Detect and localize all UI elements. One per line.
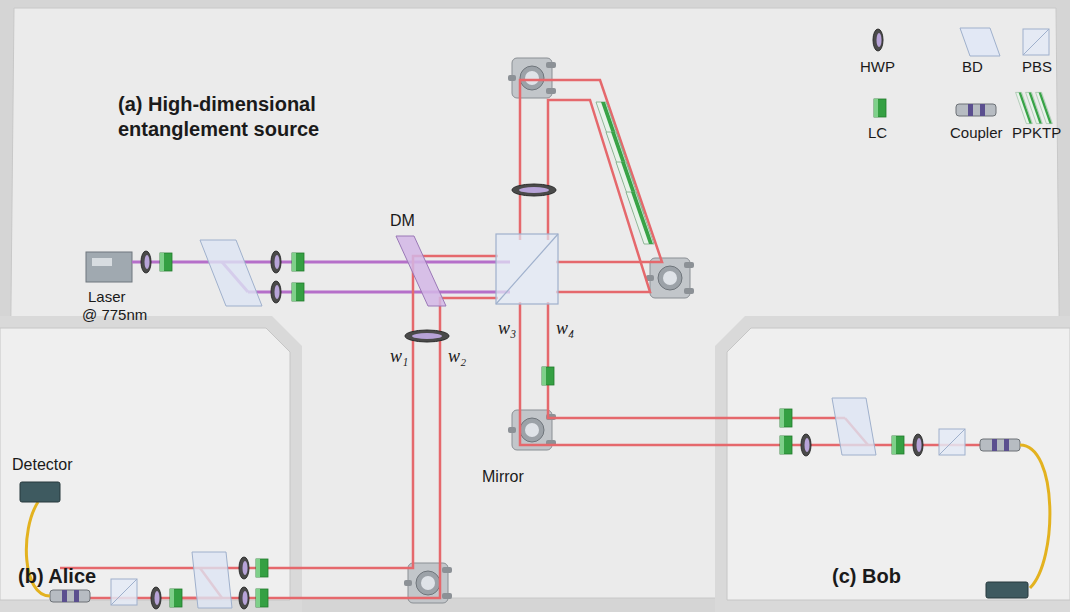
label-anchor: @ 775nm	[82, 306, 147, 324]
legend-lc-icon	[874, 99, 886, 117]
legend-hwp-icon	[873, 29, 883, 51]
label-anchor: Detector	[12, 456, 72, 474]
hwp-symbol	[519, 187, 549, 193]
fiber	[1020, 445, 1050, 588]
mode-label: w₄	[556, 318, 574, 338]
legend-text: PBS	[1022, 58, 1052, 75]
label-anchor: BD	[962, 58, 983, 76]
legend-coupler-icon	[956, 104, 996, 116]
lc-symbol	[780, 409, 792, 427]
pbs-cube	[496, 234, 558, 304]
label-anchor: PBS	[1022, 58, 1052, 76]
part-label: Detector	[12, 456, 72, 473]
hwp-symbol	[412, 333, 442, 339]
mode-label: w₁	[390, 346, 408, 366]
bob-panel: (c) Bob	[715, 312, 1070, 612]
bob-panel-face	[727, 328, 1070, 600]
legend-text: PPKTP	[1012, 124, 1061, 141]
legend-text: BD	[962, 58, 983, 75]
mode-label: w₂	[448, 346, 466, 366]
legend-text: Coupler	[950, 124, 1003, 141]
panel-title: (b) Alice	[18, 564, 218, 589]
part-label: @ 775nm	[82, 306, 147, 323]
laser-box	[86, 252, 132, 282]
photon-beams	[60, 80, 845, 598]
alice-panel-face	[0, 328, 290, 600]
hwp-symbol	[512, 184, 556, 196]
detector-box	[986, 582, 1028, 598]
label-anchor: Laser	[88, 288, 126, 306]
lc-symbol	[256, 589, 268, 607]
pbs-symbol	[939, 429, 965, 455]
label-anchor: w₃	[498, 318, 516, 339]
hwp-symbol	[239, 587, 249, 609]
label-anchor: w₄	[556, 318, 574, 339]
part-label: Mirror	[482, 468, 524, 485]
part-label: DM	[390, 212, 415, 229]
hwp-symbol	[271, 251, 281, 273]
mirror-mount	[646, 258, 694, 298]
mirror-mount	[508, 58, 556, 98]
mode-label: w₃	[498, 318, 516, 338]
hwp-symbol	[801, 434, 811, 456]
label-anchor: HWP	[860, 58, 895, 76]
label-anchor: PPKTP	[1012, 124, 1061, 142]
lc-symbol	[160, 253, 172, 271]
lc-symbol	[780, 436, 792, 454]
label-anchor: DM	[390, 212, 415, 230]
bd-symbol	[200, 240, 262, 306]
lc-symbol	[256, 559, 268, 577]
label-anchor: Mirror	[482, 468, 524, 486]
label-anchor: LC	[868, 124, 887, 142]
part-label: Laser	[88, 288, 126, 305]
coupler-symbol	[980, 439, 1020, 451]
legend-text: LC	[868, 124, 887, 141]
hwp-symbol	[151, 587, 161, 609]
lc-symbol	[542, 367, 554, 385]
bd-symbol	[192, 552, 232, 608]
lc-symbol	[292, 283, 304, 301]
bd-symbol	[832, 398, 876, 455]
legend-pbs-icon	[1023, 29, 1049, 55]
hwp-symbol	[271, 281, 281, 303]
hwp-symbol	[913, 434, 923, 456]
hwp-symbol	[141, 251, 151, 273]
lc-symbol	[292, 253, 304, 271]
label-anchor: w₂	[448, 346, 466, 367]
detector-box	[20, 482, 60, 502]
dm-symbol	[396, 236, 446, 306]
coupler-symbol	[50, 590, 90, 602]
ppktp-crystals	[596, 102, 654, 244]
legend-text: HWP	[860, 58, 895, 75]
pump-beam	[132, 262, 510, 292]
lc-symbol	[170, 589, 182, 607]
legend-ppktp-icon	[1016, 92, 1053, 123]
hwp-symbol	[405, 330, 449, 342]
bob-panel-bevel	[715, 316, 1070, 612]
panel-title: (c) Bob	[832, 564, 932, 589]
panel-title: (a) High-dimensional entanglement source	[118, 92, 380, 142]
pbs-symbol	[111, 579, 137, 605]
legend-bd-icon	[960, 28, 1000, 56]
hwp-symbol	[239, 557, 249, 579]
lc-symbol	[892, 436, 904, 454]
label-anchor: Coupler	[950, 124, 1003, 142]
label-anchor: w₁	[390, 346, 408, 367]
